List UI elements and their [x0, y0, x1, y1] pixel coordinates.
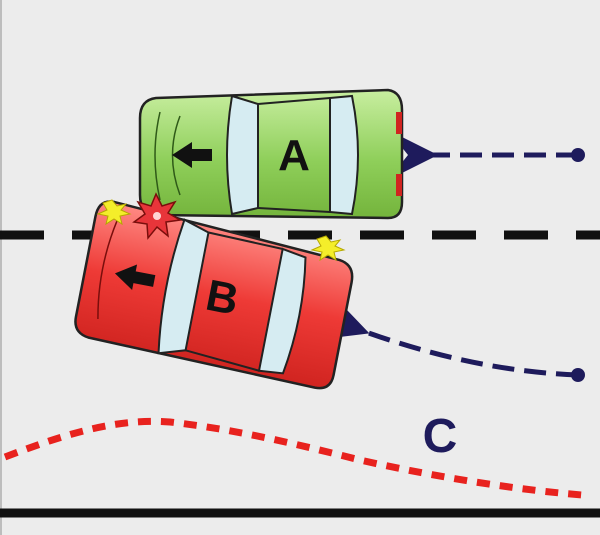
car-b-windshield: [157, 218, 210, 355]
car-b-trajectory: [313, 293, 585, 382]
car-b: B: [74, 200, 354, 390]
car-a-windshield: [226, 94, 259, 216]
car-a-label: A: [278, 131, 310, 180]
curve-label-c: C: [423, 410, 458, 463]
impact-burst-icon: [132, 192, 183, 240]
car-a-trajectory: [388, 130, 585, 180]
swerve-path-curve: [3, 417, 583, 499]
car-a-rear-window: [329, 94, 359, 216]
spark-icon: [96, 199, 132, 226]
car-b-rear-window: [257, 247, 307, 375]
arrow-left-icon: [172, 142, 212, 168]
car-a: A: [138, 88, 404, 220]
spark-icon: [310, 235, 346, 262]
arrow-left-icon: [114, 264, 156, 290]
